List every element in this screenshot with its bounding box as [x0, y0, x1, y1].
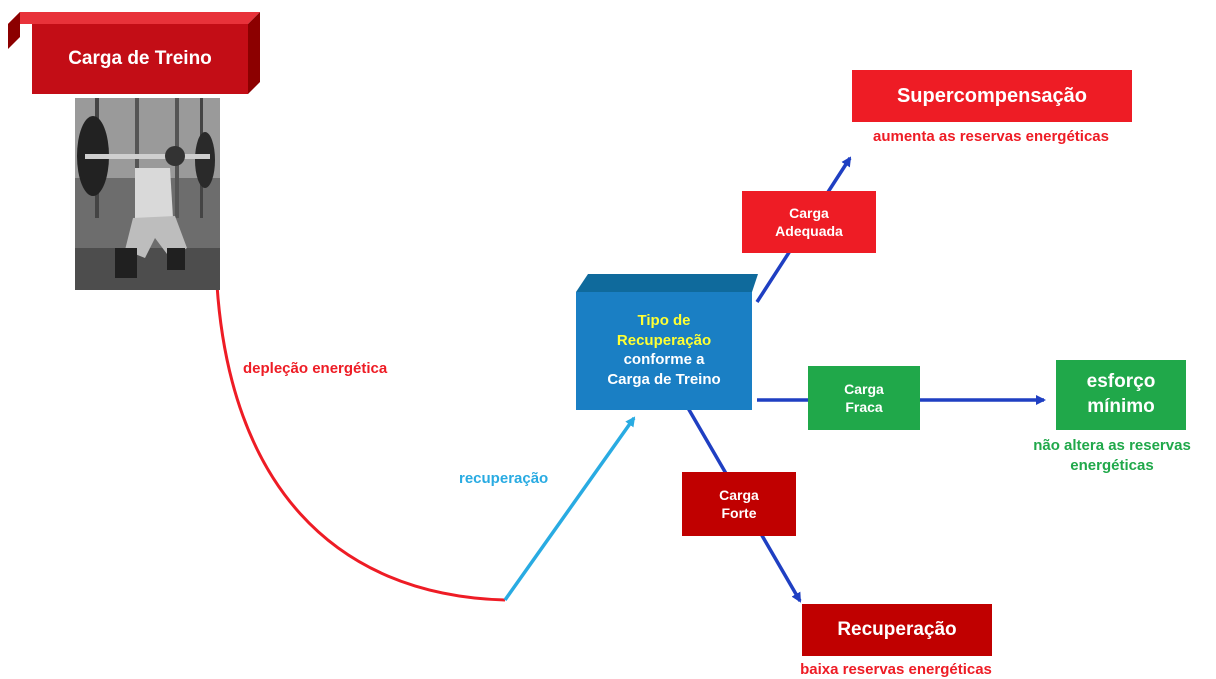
title-box: Carga de Treino: [68, 47, 212, 69]
depletion-curve: [215, 284, 506, 602]
recovery-arrow: [503, 416, 636, 602]
center-line-3: conforme a: [623, 351, 705, 368]
recovery-label: recuperação: [459, 470, 549, 487]
load-adequate-box: Carga Adequada: [742, 191, 876, 253]
center-box-3d: [576, 274, 758, 410]
minimal-effort-note: não altera as reservas energéticas: [1033, 437, 1191, 475]
minimal-effort-box: esforço mínimo: [1056, 360, 1186, 430]
center-line-4: Carga de Treino: [607, 370, 721, 388]
recovery-box: Recuperação: [802, 604, 992, 656]
athlete-photo: [75, 98, 220, 290]
depletion-label: depleção energética: [243, 360, 388, 377]
center-line-2: Recuperação: [616, 331, 712, 349]
load-strong-box: Carga Forte: [682, 472, 796, 536]
supercompensation-box: Supercompensação: [852, 70, 1132, 122]
recovery-note: baixa reservas energéticas: [800, 661, 992, 678]
title-box-3d: [8, 12, 260, 94]
load-weak-box: Carga Fraca: [808, 366, 920, 430]
center-line-1: Tipo de: [637, 312, 691, 329]
supercompensation-note: aumenta as reservas energéticas: [873, 128, 1109, 145]
center-box: Tipo de Recuperação conforme a Carga de …: [576, 295, 752, 405]
